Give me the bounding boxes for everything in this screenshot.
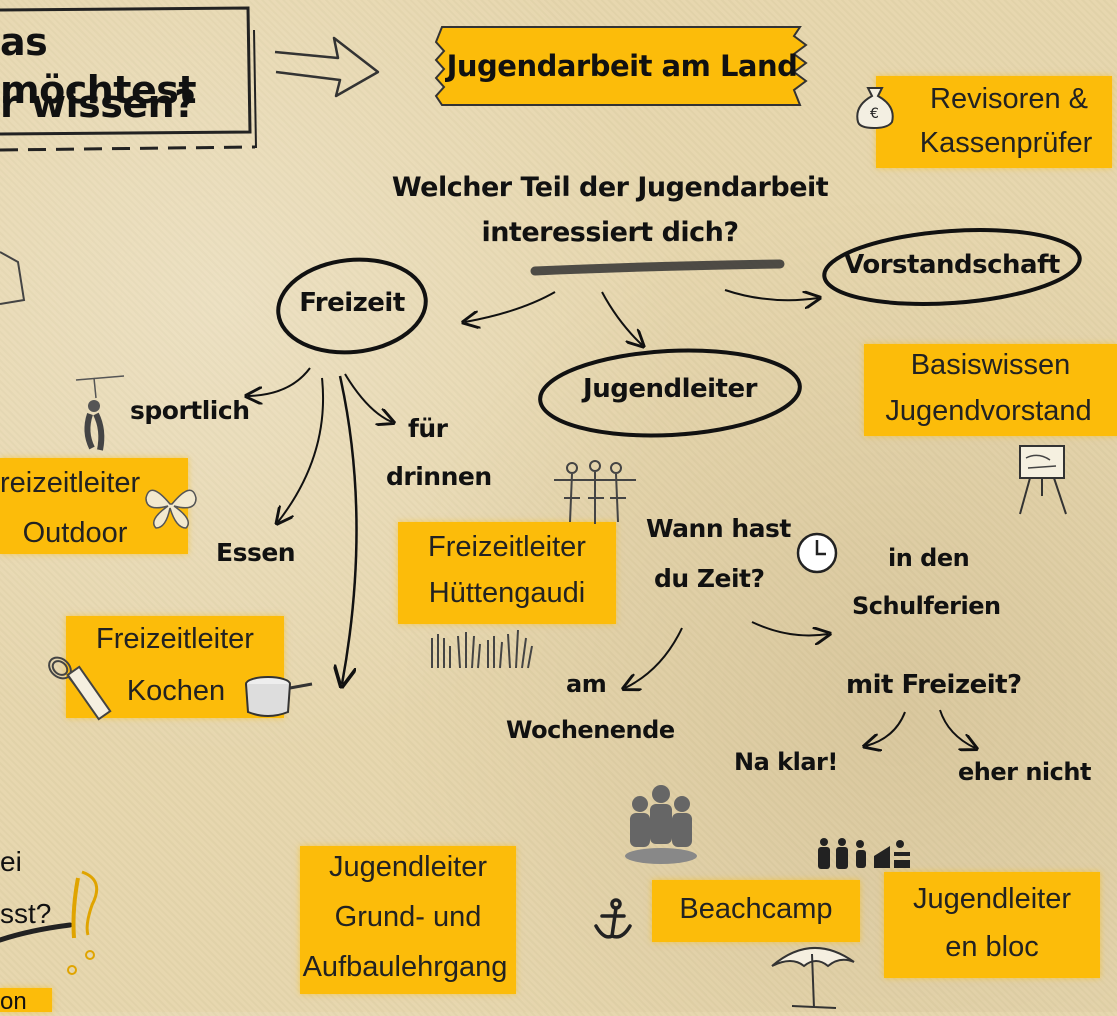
huettengaudi-line-2[interactable]: Hüttengaudi (428, 577, 586, 609)
partial-sketch (0, 251, 26, 305)
question-line-2: r wissen? (0, 82, 196, 126)
exclamation-partial (71, 877, 80, 939)
clock-icon (796, 532, 838, 574)
title-banner-shape (434, 26, 808, 106)
arrow-to-freizeit (465, 291, 556, 322)
group-dancing-icon (554, 460, 636, 524)
question-line-1: as möchtest (0, 20, 197, 112)
people-group-icon (625, 785, 697, 864)
jugendleiter-circle (538, 348, 802, 438)
partial-highlight-bottom (0, 988, 52, 1012)
arrow-to-essen (278, 377, 325, 522)
lehrgang-line-2[interactable]: Grund- und (334, 901, 482, 933)
en-bloc-line-2[interactable]: en bloc (945, 931, 1039, 963)
arrow-right-icon (274, 36, 380, 98)
wann-line-2: du Zeit? (654, 564, 765, 593)
arrow-to-schulferien (751, 621, 828, 636)
beachcamp-label[interactable]: Beachcamp (679, 893, 833, 925)
outdoor-line-2[interactable]: Outdoor (22, 517, 128, 549)
schulferien-line-1: in den (888, 544, 970, 572)
wochenende-line-1: am (566, 670, 607, 698)
na-klar-label: Na klar! (734, 748, 838, 776)
arrow-to-kochen (340, 375, 358, 684)
activities-icon (818, 838, 910, 869)
money-bag-icon: € (856, 87, 894, 130)
kochen-line-1[interactable]: Freizeitleiter (96, 623, 254, 655)
main-question-line-2: interessiert dich? (481, 217, 739, 248)
vorstandschaft-circle (822, 227, 1082, 307)
vorstandschaft-label: Vorstandschaft (844, 250, 1060, 280)
cooking-pot-icon (245, 676, 313, 717)
partial-question-line-1: ei (0, 846, 22, 877)
butterfly-icon (145, 489, 197, 529)
outdoor-line-1[interactable]: reizeitleiter (0, 467, 141, 499)
question-frame (0, 6, 257, 152)
arrow-to-na-klar (866, 711, 906, 746)
fuer-label: für (408, 414, 448, 443)
svg-text:€: € (870, 106, 879, 122)
en-bloc-highlight (884, 872, 1100, 978)
jugendleiter-label: Jugendleiter (583, 374, 757, 404)
sportlich-label: sportlich (130, 396, 250, 425)
revisoren-line-2[interactable]: Kassenprüfer (919, 127, 1093, 159)
arrow-to-drinnen (344, 373, 392, 422)
zipline-icon (75, 375, 125, 451)
huettengaudi-line-1[interactable]: Freizeitleiter (428, 531, 586, 563)
drinnen-label: drinnen (386, 462, 492, 491)
mit-freizeit-label: mit Freizeit? (846, 670, 1022, 700)
wann-line-1: Wann hast (646, 514, 791, 543)
beach-umbrella-icon (771, 947, 855, 1009)
beachcamp-highlight (652, 880, 860, 942)
basiswissen-highlight (864, 344, 1117, 436)
revisoren-highlight (876, 76, 1112, 168)
basiswissen-line-2[interactable]: Jugendvorstand (885, 395, 1092, 427)
lehrgang-line-1[interactable]: Jugendleiter (329, 851, 487, 883)
partial-swoosh (0, 922, 73, 943)
partial-course-label[interactable]: on (0, 988, 27, 1015)
anchor-icon (594, 898, 632, 939)
wochenende-line-2: Wochenende (506, 716, 675, 744)
en-bloc-line-1[interactable]: Jugendleiter (913, 883, 1071, 915)
eher-nicht-label: eher nicht (958, 758, 1091, 786)
freizeit-label: Freizeit (299, 288, 405, 318)
huettengaudi-highlight (398, 522, 616, 624)
brush-underline (530, 259, 785, 276)
basiswissen-line-1[interactable]: Basiswissen (910, 349, 1071, 381)
lehrgang-line-3[interactable]: Aufbaulehrgang (302, 951, 508, 983)
arrow-to-vorstandschaft (724, 289, 818, 300)
arrow-to-wochenende (625, 627, 683, 688)
kochen-line-2[interactable]: Kochen (126, 675, 226, 707)
arrow-to-jugendleiter (601, 291, 642, 345)
essen-label: Essen (216, 538, 296, 567)
main-question-line-1: Welcher Teil der Jugendarbeit (391, 172, 829, 203)
schulferien-line-2: Schulferien (852, 592, 1001, 620)
raised-hands-icon (431, 629, 533, 669)
partial-question-line-2: sst? (0, 898, 52, 929)
whisk-rolling-pin-icon (48, 656, 112, 721)
revisoren-line-1[interactable]: Revisoren & (930, 83, 1088, 115)
question-mark-partial (81, 870, 99, 936)
lehrgang-highlight (300, 846, 516, 994)
arrow-to-sportlich (248, 367, 311, 396)
page-title: Jugendarbeit am Land (446, 49, 798, 83)
freizeit-circle (276, 257, 428, 355)
arrow-to-eher-nicht (939, 709, 975, 748)
presentation-board-icon (1019, 445, 1067, 515)
